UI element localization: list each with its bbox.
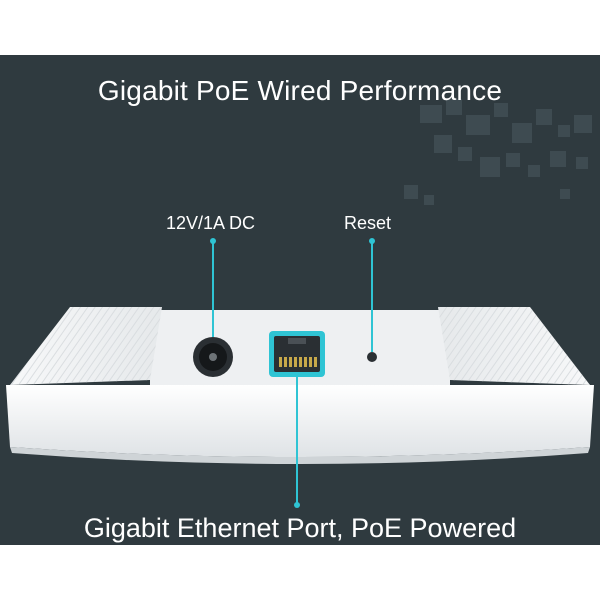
ethernet-port-icon: [269, 331, 325, 377]
reset-hole-icon: [367, 352, 377, 362]
product-banner: Gigabit PoE Wired Performance 12V/1A DC …: [0, 55, 600, 545]
dc-power-label: 12V/1A DC: [166, 213, 256, 233]
ethernet-caption: Gigabit Ethernet Port, PoE Powered: [83, 513, 517, 543]
headline: Gigabit PoE Wired Performance: [97, 75, 503, 106]
access-point-device: [6, 238, 594, 508]
reset-label: Reset: [344, 213, 392, 233]
dc-power-jack-icon: [193, 337, 233, 377]
decorative-pixel-pattern: [404, 99, 592, 205]
